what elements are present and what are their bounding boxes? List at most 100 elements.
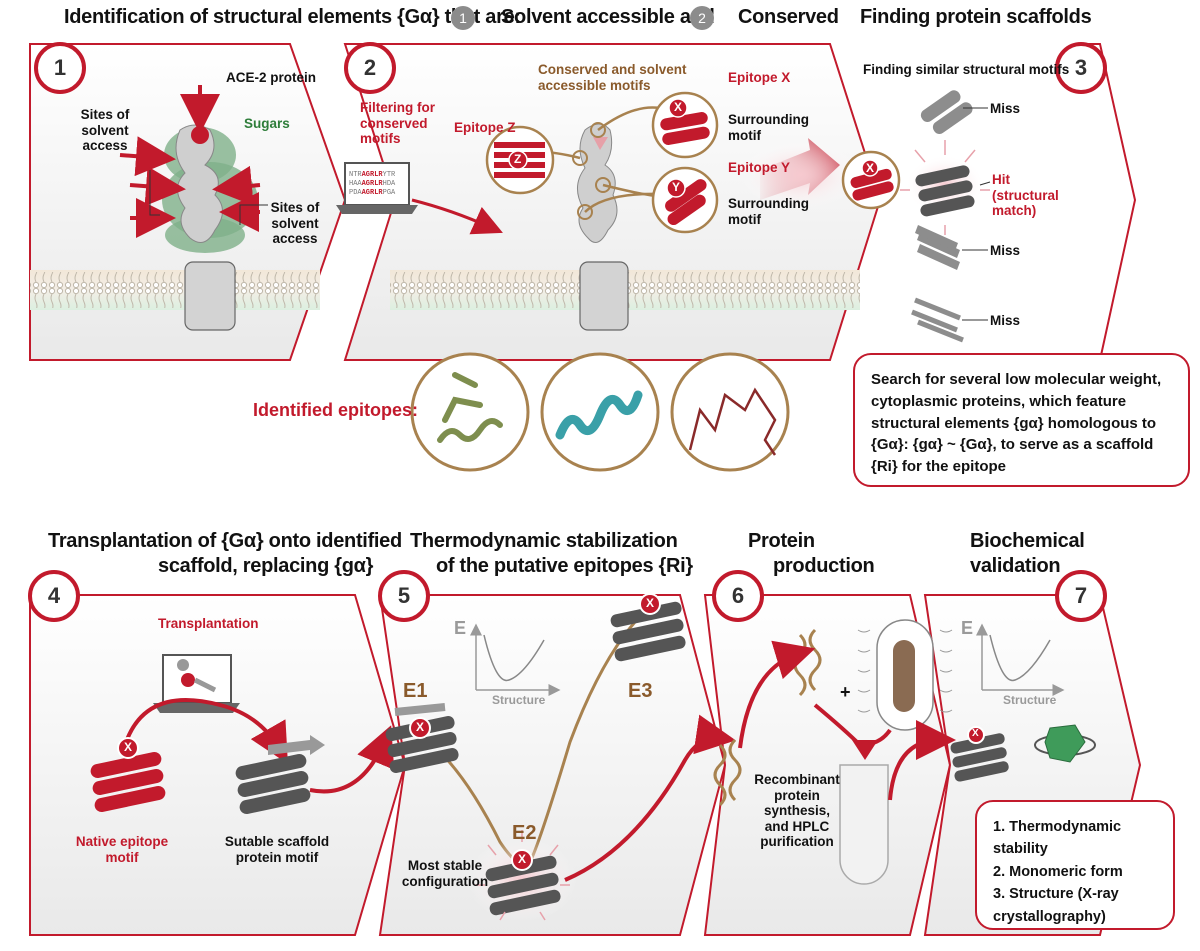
native-epitope-label: Native epitope motif xyxy=(75,834,169,865)
e3-label: E3 xyxy=(628,680,653,702)
conserved-motifs-label: Conserved and solvent accessible motifs xyxy=(538,62,687,93)
e2-label: E2 xyxy=(512,822,537,844)
marker-y: Y xyxy=(672,180,681,194)
validation-box: 1. Thermodynamic stability 2. Monomeric … xyxy=(975,800,1175,930)
epitope-x-label: Epitope X xyxy=(728,70,791,85)
e2-coil xyxy=(485,849,561,916)
step-4-heading-line2: scaffold, replacing {gα} xyxy=(158,555,374,577)
native-epitope-coil xyxy=(90,737,166,813)
sequence-row: NTRAGRLRYTR xyxy=(349,171,396,179)
step-4-heading-line1: Transplantation of {Gα} onto identified xyxy=(48,530,402,552)
step-7-heading-line2: validation xyxy=(970,555,1061,577)
step-6-heading-line1: Protein xyxy=(748,530,815,552)
step-2-badge: 2 xyxy=(344,42,396,94)
e1-label: E1 xyxy=(403,680,428,702)
scaffold-motif-label: Sutable scaffold protein motif xyxy=(224,834,330,865)
native-marker-x: X xyxy=(124,740,133,754)
header-title: Identification of structural elements {G… xyxy=(64,6,521,28)
miss-structure-1 xyxy=(920,90,973,134)
header-right-title: Finding protein scaffolds xyxy=(860,6,1092,28)
most-stable-label: Most stable configuration xyxy=(401,858,489,889)
e3-coil xyxy=(610,593,686,662)
miss-label-1: Miss xyxy=(990,101,1021,116)
ace2-label: ACE-2 protein xyxy=(226,70,317,85)
hit-structure xyxy=(915,165,975,217)
epitope-coil-circle xyxy=(670,352,790,472)
surrounding-motif-1: Surrounding motif xyxy=(728,112,809,143)
criterion-1: Solvent accessible and xyxy=(501,6,715,28)
step-1-badge: 1 xyxy=(34,42,86,94)
step-5-heading-line2: of the putative epitopes {Ri} xyxy=(436,555,693,577)
sugars-label: Sugars xyxy=(244,116,290,131)
epitope-z-circle xyxy=(485,125,555,195)
criterion-1-badge: 1 xyxy=(451,6,475,30)
epitope-y-circle xyxy=(651,166,719,234)
dna-icon xyxy=(713,738,742,807)
probe-marker-x: X xyxy=(866,161,875,175)
search-scaffold-box: Search for several low molecular weight,… xyxy=(853,353,1190,487)
identified-epitopes-label: Identified epitopes: xyxy=(253,400,419,420)
finding-motifs-label: Finding similar structural motifs xyxy=(863,62,1070,77)
conserved-residues: AGRLR xyxy=(361,189,383,197)
final-coil xyxy=(950,726,1009,782)
filtering-label: Filtering for conserved motifs xyxy=(360,100,435,147)
validation-item: 3. Structure (X-ray crystallography) xyxy=(993,886,1119,925)
epitope-olive-circle xyxy=(410,352,530,472)
sequence-row: HAAAGRLRHDA xyxy=(349,180,396,188)
step-6-heading-line2: production xyxy=(773,555,875,577)
crystal-icon xyxy=(1034,724,1096,763)
e2-marker-x: X xyxy=(518,852,527,866)
scaffold-coil xyxy=(235,735,325,815)
energy-plot-5 xyxy=(470,623,561,696)
step-5-heading-line1: Thermodynamic stabilization xyxy=(410,530,678,552)
panel-4 xyxy=(29,594,407,936)
structure-axis-label: Structure xyxy=(492,693,546,707)
transplantation-label: Transplantation xyxy=(158,616,259,631)
miss-label-3: Miss xyxy=(990,313,1021,328)
conserved-residues: AGRLR xyxy=(361,171,383,179)
final-marker-x: X xyxy=(972,728,979,739)
step-5-badge: 5 xyxy=(378,570,430,622)
e3-marker-x: X xyxy=(646,596,655,610)
step-6-badge: 6 xyxy=(712,570,764,622)
plus-sign: + xyxy=(840,682,851,702)
conserved-residues: AGRLR xyxy=(361,180,383,188)
energy-axis-label: E xyxy=(454,618,467,638)
miss-label-2: Miss xyxy=(990,243,1021,258)
cell-icon xyxy=(857,619,953,731)
test-tube-icon xyxy=(839,764,889,885)
epitope-z-label: Epitope Z xyxy=(454,120,516,135)
sites-right-label: Sites of solvent access xyxy=(270,200,320,247)
sites-left-label: Sites of solvent access xyxy=(80,107,130,154)
energy-axis-label-7: E xyxy=(961,618,974,638)
probe-epitope-circle xyxy=(841,150,901,210)
step-4-badge: 4 xyxy=(28,570,80,622)
marker-z: Z xyxy=(514,152,522,166)
step-3-badge: 3 xyxy=(1055,42,1107,94)
step-7-badge: 7 xyxy=(1055,570,1107,622)
surrounding-motif-2: Surrounding motif xyxy=(728,196,809,227)
structure-axis-label-7: Structure xyxy=(1003,693,1057,707)
sequence-alignment: NTRAGRLRYTR HAAAGRLRHDA PDAAGRLRPGA xyxy=(349,171,395,198)
e1-marker-x: X xyxy=(416,720,425,734)
criterion-2-badge: 2 xyxy=(690,6,714,30)
hit-label: Hit (structural match) xyxy=(992,172,1059,219)
sequence-row: PDAAGRLRPGA xyxy=(349,189,396,197)
miss-structure-3 xyxy=(911,297,964,343)
epitope-y-label: Epitope Y xyxy=(728,160,791,175)
epitope-teal-circle xyxy=(540,352,660,472)
transplant-laptop-icon xyxy=(153,654,240,713)
e1-coil xyxy=(385,703,459,774)
step-7-heading-line1: Biochemical xyxy=(970,530,1085,552)
miss-structure-2 xyxy=(915,225,960,270)
epitope-x-circle xyxy=(651,91,719,159)
recombinant-label: Recombinant protein synthesis, and HPLC … xyxy=(754,772,840,850)
energy-plot-7 xyxy=(976,623,1065,696)
validation-item: 1. Thermodynamic stability xyxy=(993,819,1122,858)
marker-x: X xyxy=(674,100,683,114)
criterion-2: Conserved xyxy=(738,6,839,28)
laptop-icon xyxy=(336,162,418,214)
validation-item: 2. Monomeric form xyxy=(993,863,1123,880)
